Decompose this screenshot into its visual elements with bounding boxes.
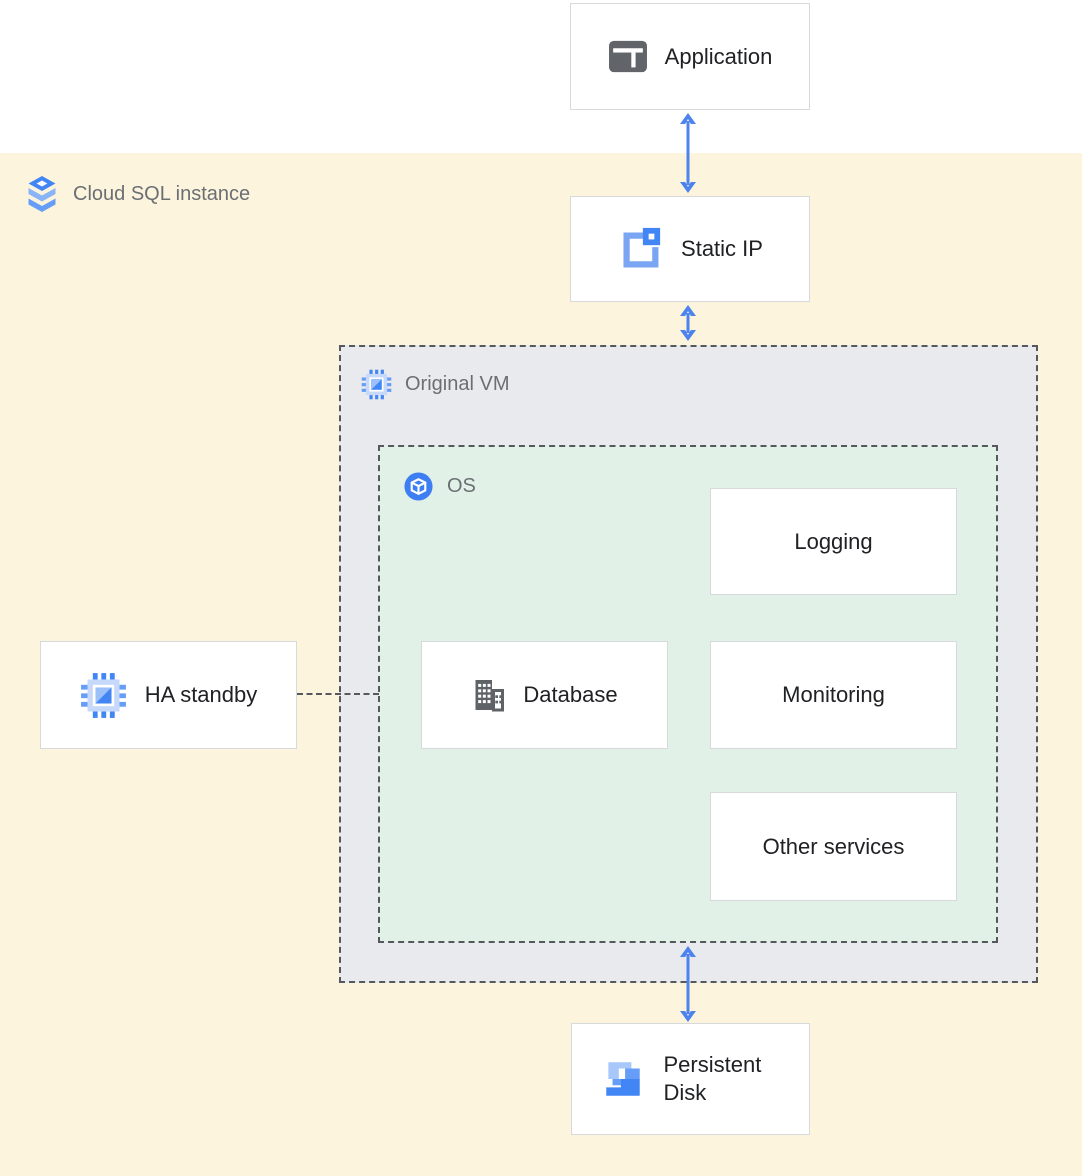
node-application-label: Application	[664, 43, 773, 69]
application-window-icon	[608, 40, 648, 73]
node-database-label: Database	[523, 682, 618, 707]
node-monitoring: Monitoring	[710, 641, 957, 749]
os-label: OS	[403, 471, 476, 502]
cloud-sql-instance-label: Cloud SQL instance	[24, 174, 250, 214]
node-persistent-disk: Persistent Disk	[571, 1023, 810, 1135]
node-other-services-label: Other services	[762, 833, 905, 859]
original-vm-label: Original VM	[361, 369, 509, 400]
persistent-disk-icon	[600, 1056, 646, 1102]
original-vm-label-text: Original VM	[405, 373, 510, 395]
os-label-text: OS	[447, 475, 476, 497]
cloud-sql-icon	[24, 174, 60, 214]
node-static-ip: Static IP	[570, 196, 810, 302]
building-icon	[471, 677, 507, 713]
node-database: Database	[421, 641, 668, 749]
node-monitoring-label: Monitoring	[782, 682, 885, 707]
os-icon	[403, 471, 434, 502]
node-logging-label: Logging	[794, 528, 873, 554]
arrow-application-staticip	[677, 113, 699, 193]
compute-engine-icon	[80, 672, 127, 719]
node-ha-standby: HA standby	[40, 641, 297, 749]
node-persistent-disk-label: Persistent Disk	[663, 1052, 762, 1105]
node-application: Application	[570, 3, 810, 110]
static-ip-icon	[617, 226, 663, 272]
arrow-os-persistentdisk	[677, 946, 699, 1022]
arrow-staticip-vm	[677, 305, 699, 341]
node-ha-standby-label: HA standby	[144, 682, 258, 707]
node-other-services: Other services	[710, 792, 957, 901]
node-logging: Logging	[710, 488, 957, 595]
cloud-sql-instance-label-text: Cloud SQL instance	[73, 182, 251, 205]
compute-engine-icon	[361, 369, 392, 400]
connector-ha-standby	[297, 693, 379, 695]
node-static-ip-label: Static IP	[681, 236, 763, 261]
